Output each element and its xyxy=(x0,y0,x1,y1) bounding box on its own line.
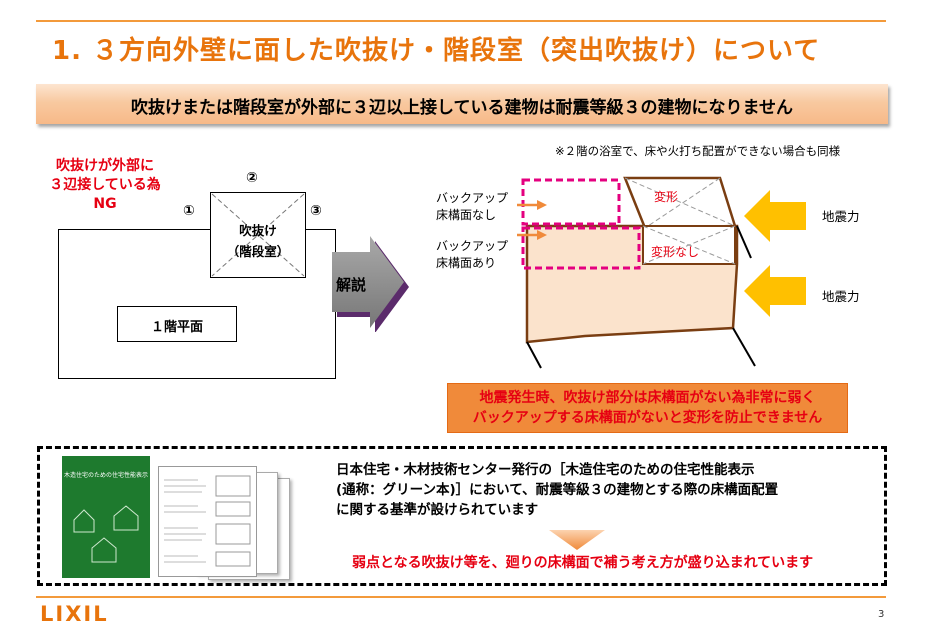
reference-section xyxy=(37,446,887,586)
warning-text: 地震発生時、吹抜け部分は床構面がない為非常に弱く バックアップする床構面がないと… xyxy=(447,388,848,428)
ng-label: 吹抜けが外部に ３辺接している為 NG xyxy=(30,157,180,214)
ng-label-line2: ３辺接している為 xyxy=(49,177,161,193)
deform-label: 変形 xyxy=(654,190,679,204)
headline-text: 吹抜けまたは階段室が外部に３辺以上接している建物は耐震等級３の建物になりません xyxy=(131,98,793,118)
void-cross-mark xyxy=(211,193,305,277)
explanation-label: 解説 xyxy=(336,276,367,294)
force-label-top: 地震力 xyxy=(822,209,860,224)
headline-banner xyxy=(36,84,888,124)
conclusion-down-arrow-icon xyxy=(549,530,605,550)
book-cover-illustration xyxy=(73,505,139,563)
side-number-3: ③ xyxy=(310,203,322,219)
info-line3: に関する基準が設けられています xyxy=(336,502,539,518)
info-line2: (通称：グリーン本)］において、耐震等級３の建物とする際の床構面配置 xyxy=(336,482,779,498)
warning-line1: 地震発生時、吹抜け部分は床構面がない為非常に弱く xyxy=(479,390,816,406)
void-label-line2: （階段室） xyxy=(226,244,290,259)
page-title: 1. ３方向外壁に面した吹抜け・階段室（突出吹抜け）について xyxy=(52,36,821,66)
backup-yes-line2: 床構面あり xyxy=(436,256,497,270)
no-deform-label: 変形なし xyxy=(651,245,700,259)
backup-yes-label: バックアップ 床構面あり xyxy=(436,238,508,272)
void-label: 吹抜け （階段室） xyxy=(210,220,306,262)
pointer-arrows-icon xyxy=(517,200,547,240)
floor-label: １階平面 xyxy=(150,320,203,335)
floor-label-box xyxy=(117,306,237,342)
backup-none-line1: バックアップ xyxy=(436,191,509,205)
backup-yes-line1: バックアップ xyxy=(436,239,509,253)
seismic-force-arrow-top-icon xyxy=(744,190,806,242)
side-number-2: ② xyxy=(246,170,258,186)
side-number-1: ① xyxy=(183,203,195,219)
lixil-logo: LIXIL xyxy=(40,602,109,626)
page-number: 3 xyxy=(878,609,885,620)
footnote: ※２階の浴室で、床や火打ち配置ができない場合も同様 xyxy=(555,144,841,158)
bottom-divider xyxy=(36,596,886,598)
backup-none-line2: 床構面なし xyxy=(436,208,497,222)
building-deformation-diagram xyxy=(521,176,756,369)
info-line1: 日本住宅・木材技術センター発行の［木造住宅のための住宅性能表示 xyxy=(336,462,755,478)
green-book-title: 木造住宅のための住宅性能表示 xyxy=(64,472,149,479)
force-label-bottom: 地震力 xyxy=(822,289,860,304)
document-page-1 xyxy=(158,466,257,577)
ng-label-line1: 吹抜けが外部に xyxy=(56,158,154,174)
void-label-line1: 吹抜け xyxy=(239,223,277,238)
top-divider xyxy=(36,20,886,22)
warning-line2: バックアップする床構面がないと変形を防止できません xyxy=(472,410,823,426)
seismic-force-arrow-bottom-icon xyxy=(744,265,806,317)
info-text: 日本住宅・木材技術センター発行の［木造住宅のための住宅性能表示 (通称：グリーン… xyxy=(336,460,778,520)
conclusion-text: 弱点となる吹抜け等を、廻りの床構面で補う考え方が盛り込まれています xyxy=(352,555,814,571)
warning-box xyxy=(447,383,848,433)
backup-none-label: バックアップ 床構面なし xyxy=(436,190,508,224)
explanation-arrow xyxy=(332,236,409,332)
ng-label-line3: NG xyxy=(93,196,117,212)
